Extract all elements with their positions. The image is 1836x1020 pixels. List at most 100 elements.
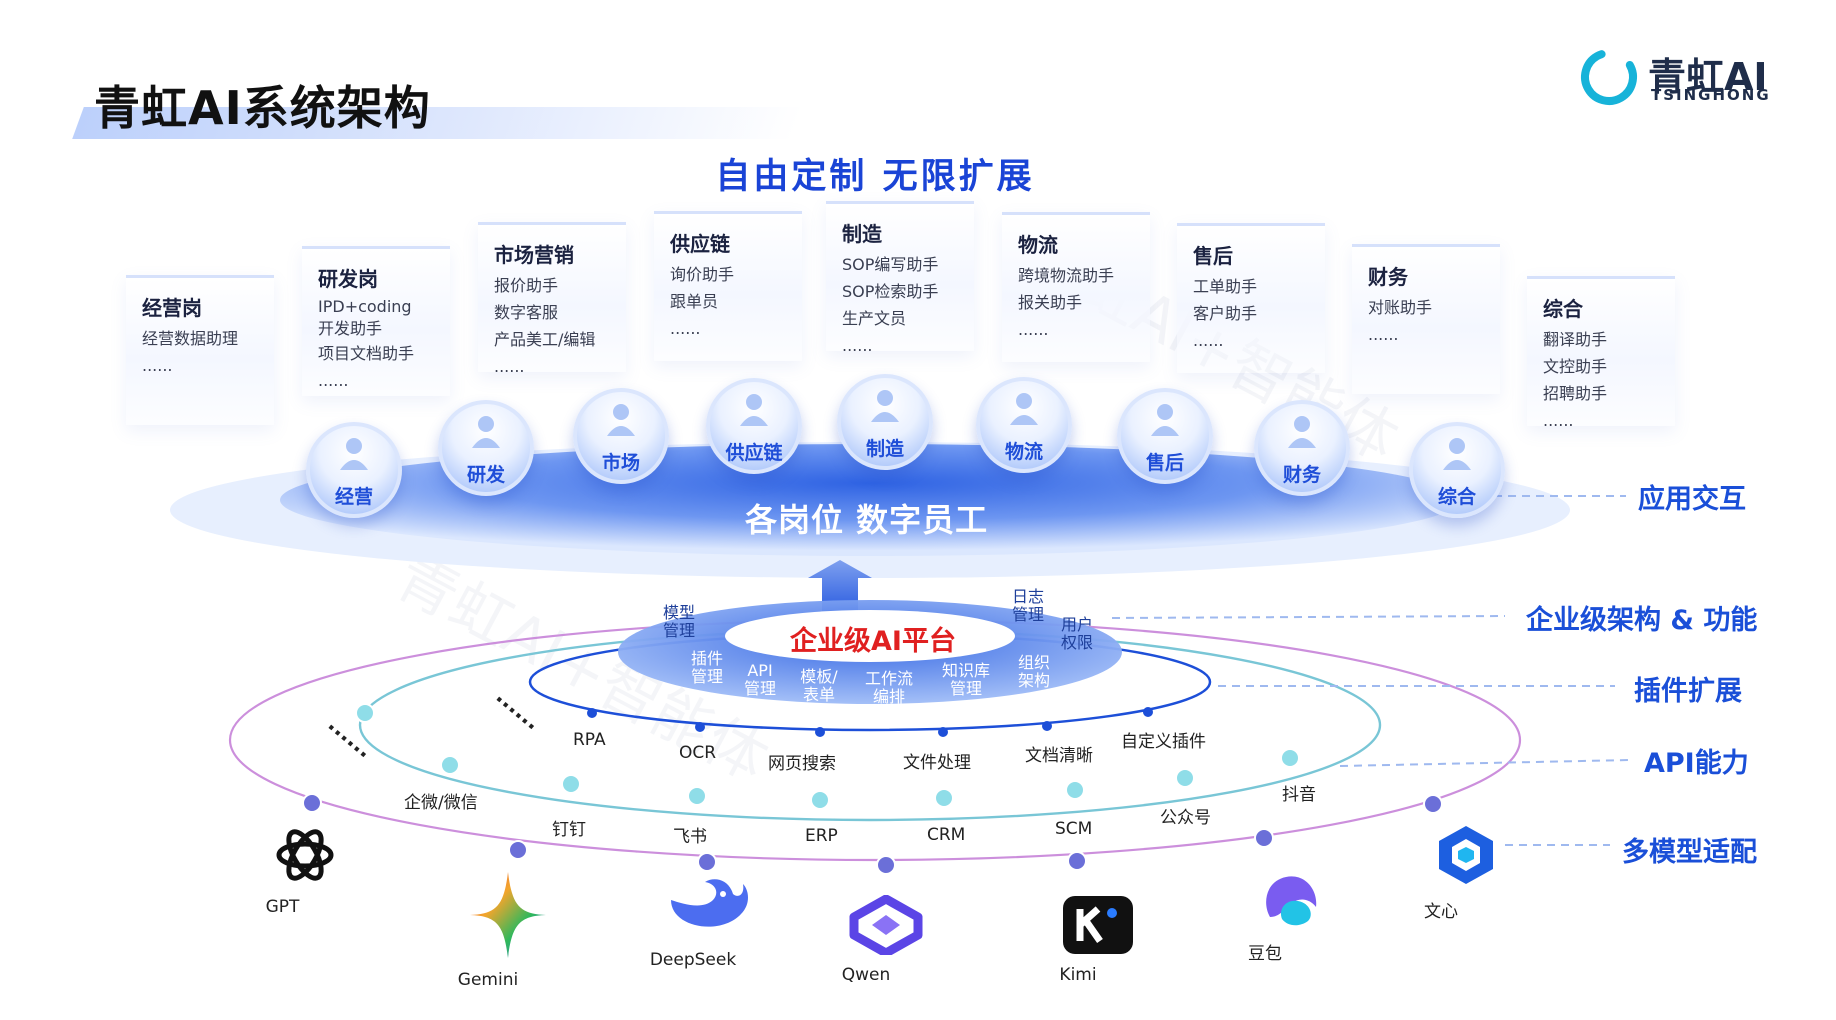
model-name: Gemini bbox=[457, 970, 519, 990]
role-card-item: 报价助手 bbox=[494, 276, 559, 295]
logo-ring-icon bbox=[1581, 49, 1637, 105]
role-card-item: 文控助手 bbox=[1543, 357, 1608, 376]
person-icon bbox=[1288, 416, 1316, 448]
role-card-item: 经营数据助理 bbox=[142, 329, 239, 348]
person-icon bbox=[340, 438, 368, 470]
kimi-icon bbox=[1063, 896, 1133, 954]
model-gpt: GPT bbox=[245, 823, 365, 917]
platform-feature: 知识库管理 bbox=[941, 661, 990, 698]
person-icon bbox=[607, 404, 635, 436]
model-doubao: 豆包 bbox=[1230, 873, 1350, 964]
role-orb-label: 综合 bbox=[1437, 486, 1476, 508]
gpt-icon bbox=[276, 829, 334, 881]
role-orb-label: 研发 bbox=[466, 464, 505, 486]
person-icon bbox=[472, 416, 500, 448]
role-card-supply: 供应链 询价助手 跟单员 ...... bbox=[654, 211, 802, 361]
role-orb-manufacturing: 制造 bbox=[837, 374, 933, 470]
plugin-label: 自定义插件 bbox=[1121, 732, 1206, 752]
role-card-item: ...... bbox=[494, 357, 525, 376]
role-card-logistics: 物流 跨境物流助手 报关助手 ...... bbox=[1002, 212, 1150, 362]
platform-feature: 模型管理 bbox=[662, 603, 695, 640]
role-card-item: 招聘助手 bbox=[1543, 384, 1608, 403]
role-card-item: 开发助手 bbox=[318, 319, 383, 338]
role-orb-label: 市场 bbox=[601, 452, 640, 474]
disk-label: 各岗位 数字员工 bbox=[745, 501, 989, 539]
person-icon bbox=[1443, 438, 1471, 470]
role-card-item: 跨境物流助手 bbox=[1018, 266, 1115, 285]
role-card-title: 供应链 bbox=[670, 232, 730, 256]
role-orb-logistics: 物流 bbox=[976, 377, 1072, 473]
api-label: 企微/微信 bbox=[404, 793, 478, 813]
platform-feature: API管理 bbox=[743, 661, 776, 698]
api-label: SCM bbox=[1055, 819, 1093, 839]
role-card-item: ...... bbox=[1368, 325, 1399, 344]
connector-platform bbox=[1111, 615, 1506, 619]
role-orb-label: 经营 bbox=[334, 486, 373, 508]
role-card-item: 翻译助手 bbox=[1543, 330, 1608, 349]
role-card-item: 客户助手 bbox=[1193, 304, 1258, 323]
logo-en: TSINGHONG bbox=[1651, 86, 1771, 104]
role-card-item: 询价助手 bbox=[670, 265, 735, 284]
doubao-icon bbox=[1266, 876, 1317, 926]
role-card-item: 对账助手 bbox=[1368, 298, 1433, 317]
api-label: ERP bbox=[805, 826, 838, 846]
role-orb-management: 经营 bbox=[306, 422, 402, 518]
role-orb-label: 物流 bbox=[1004, 441, 1043, 463]
api-label: 抖音 bbox=[1282, 785, 1316, 805]
layer-label-api: API能力 bbox=[1644, 748, 1749, 779]
role-card-item: IPD+coding bbox=[318, 297, 412, 316]
platform-feature: 插件管理 bbox=[690, 649, 723, 686]
api-label: 飞书 bbox=[673, 827, 707, 847]
layer-label-model: 多模型适配 bbox=[1622, 837, 1757, 868]
role-card-item: ...... bbox=[1543, 411, 1574, 430]
plugin-label: 文件处理 bbox=[903, 753, 971, 773]
model-wenxin: 文心 bbox=[1406, 823, 1526, 922]
person-icon bbox=[1151, 404, 1179, 436]
role-card-title: 财务 bbox=[1368, 265, 1408, 289]
api-label: 公众号 bbox=[1160, 808, 1211, 828]
api-label: 钉钉 bbox=[552, 820, 586, 840]
api-nodes bbox=[355, 703, 1300, 810]
role-card-marketing: 市场营销 报价助手 数字客服 产品美工/编辑 ...... bbox=[478, 222, 626, 376]
role-orb-label: 供应链 bbox=[725, 442, 783, 464]
role-card-item: SOP检索助手 bbox=[842, 282, 939, 301]
role-card-item: ...... bbox=[142, 356, 173, 375]
role-card-title: 经营岗 bbox=[142, 296, 202, 320]
logo-name: 青虹AI bbox=[1648, 55, 1768, 99]
model-name: Kimi bbox=[1059, 965, 1097, 985]
connector-api bbox=[1339, 759, 1631, 767]
platform-feature: 用户权限 bbox=[1060, 615, 1093, 652]
role-orb-market: 市场 bbox=[573, 388, 669, 484]
platform-core bbox=[725, 610, 1015, 662]
role-card-item: ...... bbox=[318, 371, 349, 390]
model-name: Qwen bbox=[841, 965, 891, 985]
model-name: GPT bbox=[265, 897, 300, 917]
role-card-aftersales: 售后 工单助手 客户助手 ...... bbox=[1177, 223, 1325, 373]
plugin-label: 网页搜索 bbox=[768, 754, 836, 774]
role-card-management: 经营岗 经营数据助理 ...... bbox=[126, 275, 274, 425]
gemini-icon bbox=[470, 872, 546, 958]
role-card-title: 物流 bbox=[1018, 233, 1058, 257]
role-card-item: ...... bbox=[1018, 320, 1049, 339]
person-icon bbox=[1010, 393, 1038, 425]
plugin-label: RPA bbox=[573, 730, 606, 750]
wenxin-icon bbox=[1439, 826, 1493, 884]
role-card-manufacturing: 制造 SOP编写助手 SOP检索助手 生产文员 ...... bbox=[826, 201, 974, 355]
role-card-title: 研发岗 bbox=[318, 267, 378, 291]
role-orb-label: 制造 bbox=[865, 438, 904, 460]
role-card-title: 制造 bbox=[842, 222, 882, 246]
plugin-label: OCR bbox=[679, 743, 717, 763]
model-name: 文心 bbox=[1424, 902, 1458, 922]
platform-feature: 组织架构 bbox=[1017, 653, 1050, 690]
slogan: 自由定制 无限扩展 bbox=[715, 157, 1035, 197]
role-card-title: 综合 bbox=[1543, 297, 1583, 321]
role-orb-rd: 研发 bbox=[438, 400, 534, 496]
role-card-item: 项目文档助手 bbox=[318, 344, 415, 363]
platform-feature: 模板/表单 bbox=[800, 667, 838, 704]
role-orb-label: 财务 bbox=[1282, 464, 1321, 486]
plugin-nodes bbox=[587, 707, 1153, 737]
role-card-title: 售后 bbox=[1193, 244, 1233, 268]
role-card-item: 跟单员 bbox=[670, 292, 719, 311]
platform-feature: 日志管理 bbox=[1011, 587, 1044, 624]
platform-feature: 工作流编排 bbox=[864, 669, 913, 706]
